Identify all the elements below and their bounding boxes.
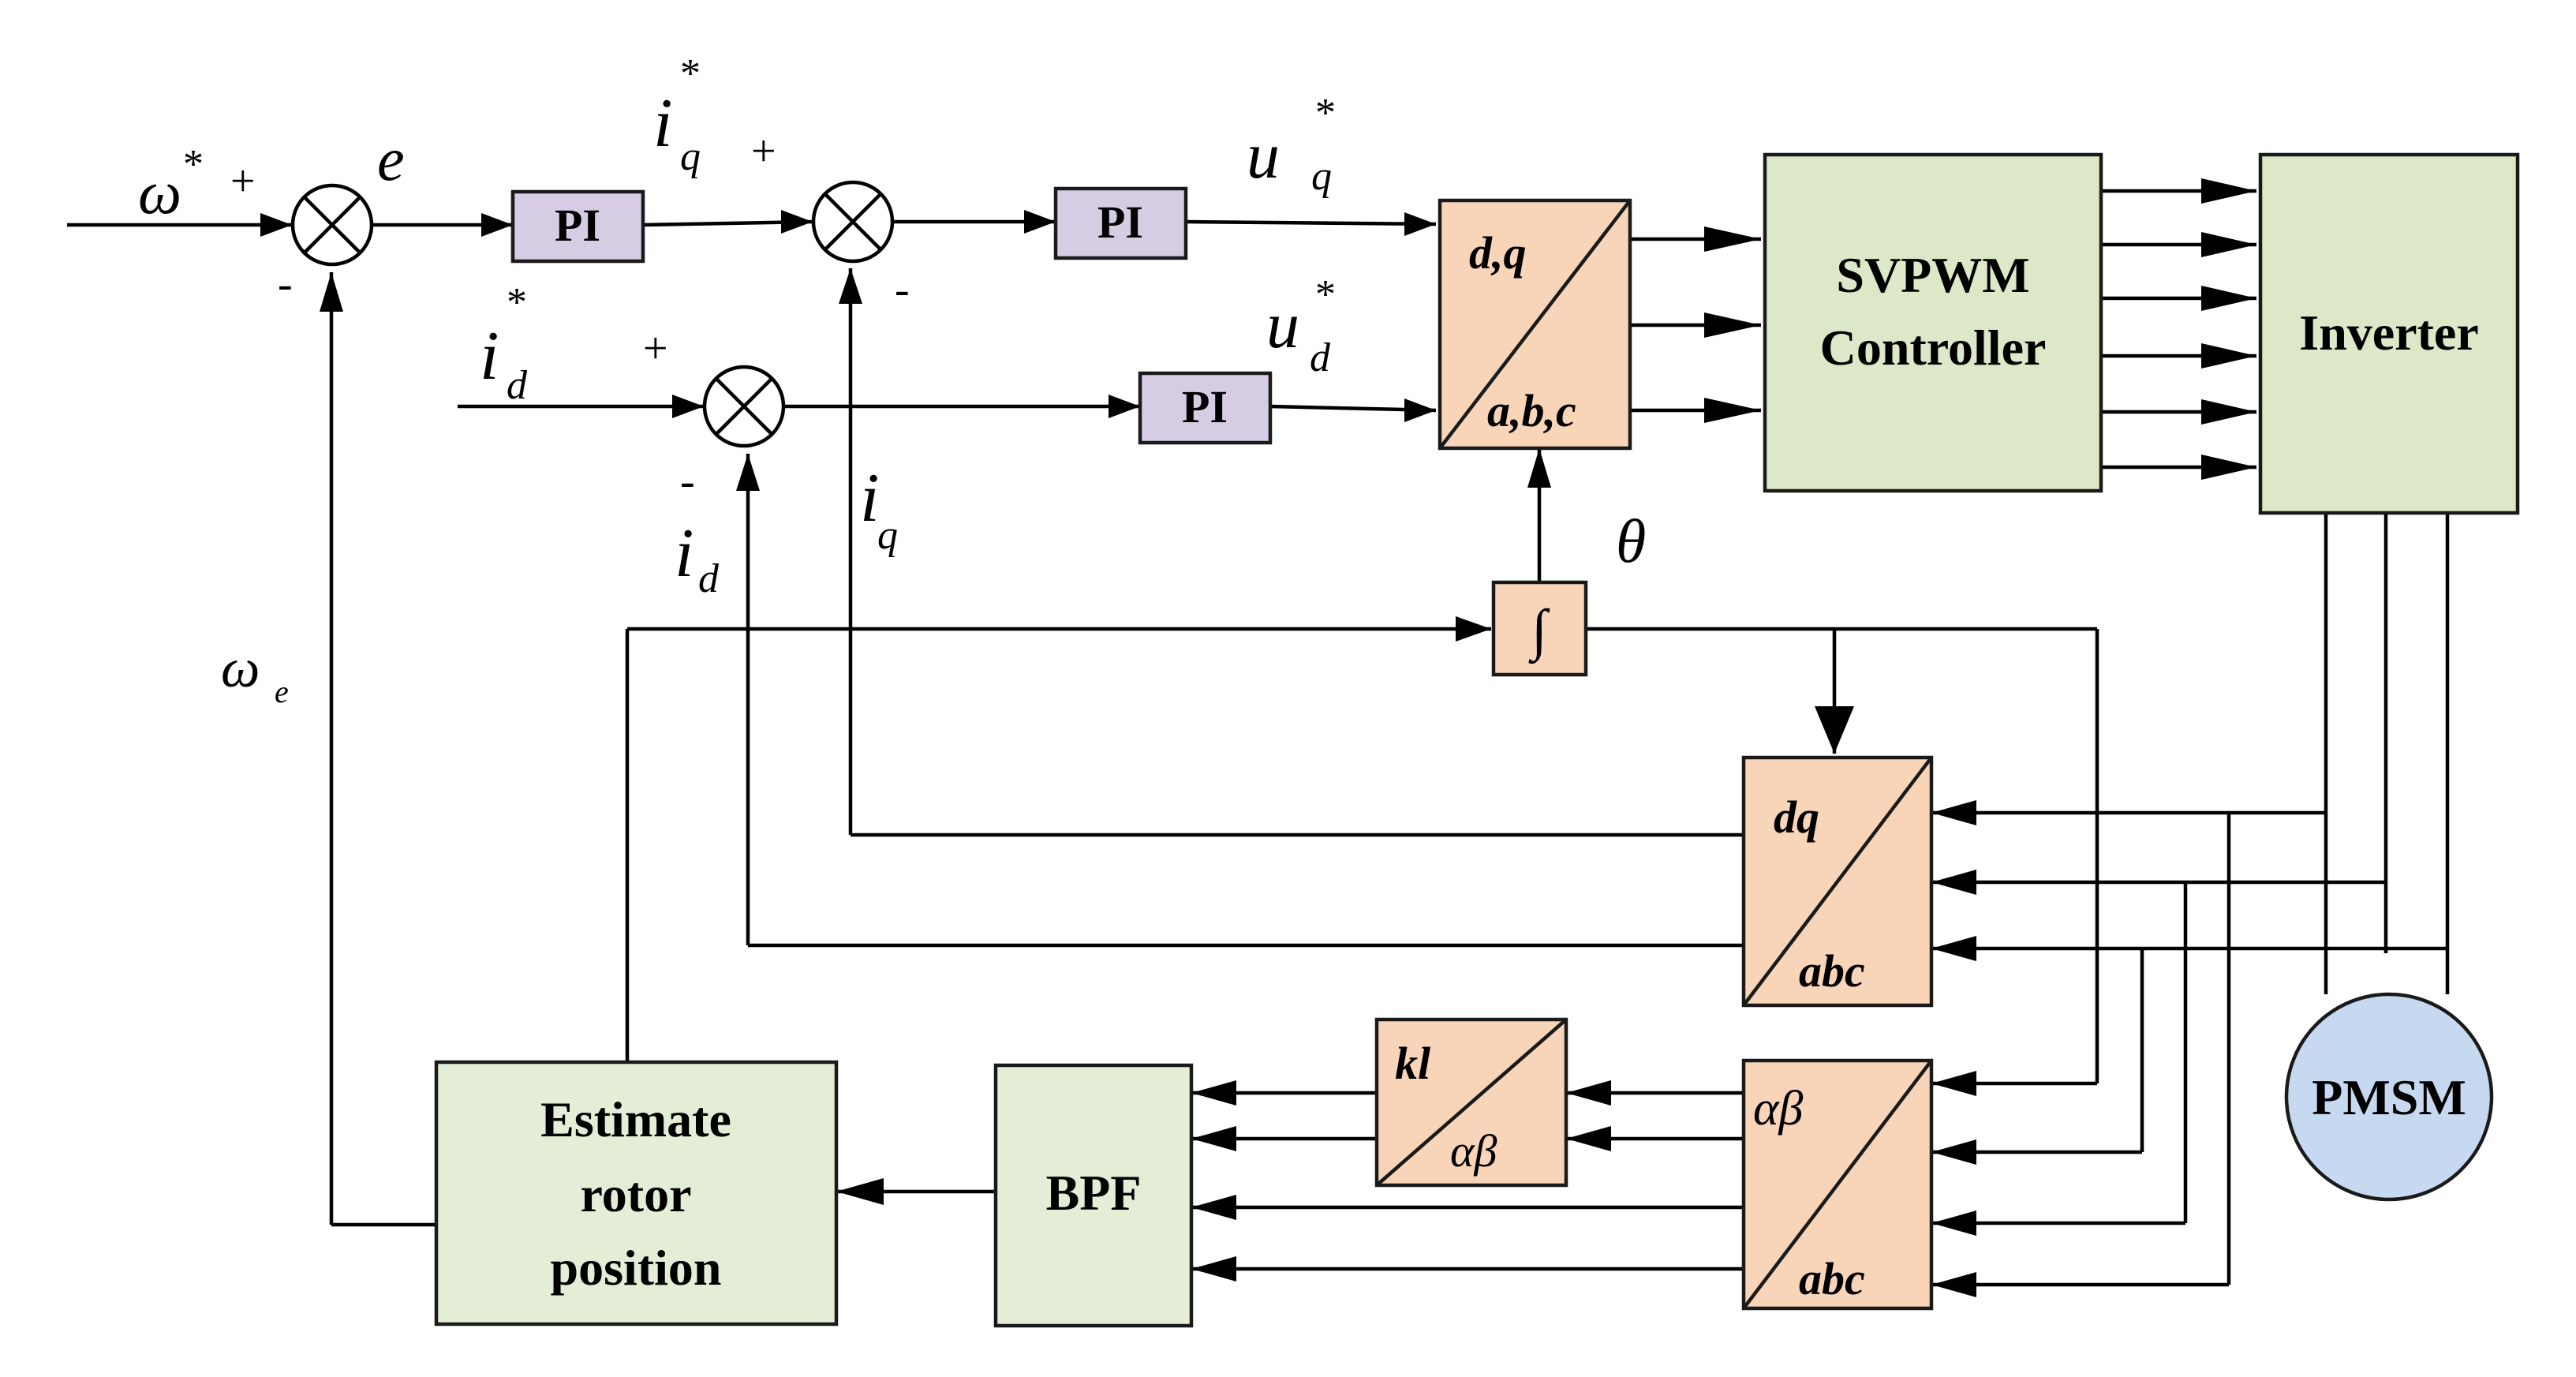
estimate-label: Estimate (540, 1091, 731, 1147)
id-feedback-symbol: i (675, 515, 694, 592)
svpwm-controller-block: SVPWM Controller (1763, 152, 2103, 493)
theta-symbol: θ (1616, 507, 1646, 575)
id-ref-symbol: i (480, 318, 499, 395)
abc-label: abc (1799, 1253, 1865, 1304)
pi-block-iq: PI (1053, 186, 1188, 260)
error-symbol: e (377, 125, 405, 193)
bpf-label: BPF (1046, 1165, 1142, 1221)
integral-symbol: ∫ (1528, 598, 1550, 664)
arrowheads (260, 178, 2256, 1297)
dq-label: dq (1774, 791, 1819, 843)
pi-label: PI (1182, 381, 1228, 432)
q-subscript: q (680, 134, 701, 179)
alphabeta-label: αβ (1753, 1082, 1804, 1136)
svpwm-label: SVPWM (1836, 247, 2029, 303)
star-superscript: * (1315, 272, 1336, 317)
d-subscript: d (1310, 335, 1331, 380)
signal-wires (67, 189, 2450, 1287)
iq-ref-symbol: i (653, 85, 672, 162)
star-superscript: * (183, 142, 204, 187)
controller-label: Controller (1820, 320, 2047, 376)
sum-junction-speed (290, 183, 374, 267)
signal-labels: ω * + - e i * q + - u * q i * d + u * d … (138, 51, 1646, 709)
pmsm-motor: PMSM (2284, 992, 2494, 1202)
abc-to-alphabeta-transform: αβ abc (1741, 1058, 1934, 1311)
pi-label: PI (555, 200, 600, 251)
inverter-label: Inverter (2299, 305, 2478, 361)
estimate-rotor-position-block: Estimate rotor position (434, 1060, 839, 1326)
dq-label: d,q (1469, 227, 1527, 279)
pi-label: PI (1097, 196, 1143, 248)
star-superscript: * (507, 280, 527, 325)
kl-label: kl (1395, 1038, 1431, 1089)
q-subscript: q (877, 513, 898, 558)
pi-block-id: PI (1138, 371, 1273, 445)
minus-sign: - (895, 265, 910, 314)
q-subscript: q (1311, 154, 1332, 199)
pi-block-speed: PI (510, 189, 645, 264)
sum-junction-iq (811, 180, 895, 264)
rotor-label: rotor (581, 1166, 692, 1222)
dq-to-abc-transform: d,q a,b,c (1438, 198, 1632, 451)
plus-sign: + (230, 157, 256, 206)
d-subscript: d (698, 556, 720, 601)
abc-to-dq-transform: dq abc (1741, 755, 1934, 1008)
kl-alphabeta-block: kl αβ (1374, 1017, 1568, 1188)
inverter-block: Inverter (2258, 152, 2520, 515)
pmsm-label: PMSM (2312, 1069, 2466, 1125)
alphabeta-label: αβ (1450, 1125, 1497, 1177)
bpf-block: BPF (993, 1063, 1194, 1328)
omega-ref-symbol: ω (138, 158, 181, 226)
sum-junction-id (702, 365, 786, 448)
plus-sign: + (751, 127, 776, 176)
iq-feedback-symbol: i (860, 460, 879, 537)
abc-label: a,b,c (1487, 385, 1576, 436)
uq-ref-symbol: u (1247, 119, 1280, 193)
star-superscript: * (1315, 91, 1336, 136)
abc-label: abc (1799, 945, 1865, 997)
plus-sign: + (643, 324, 668, 373)
omega-e-symbol: ω (221, 638, 260, 699)
position-label: position (551, 1240, 722, 1296)
d-subscript: d (507, 363, 528, 408)
star-superscript: * (680, 51, 701, 96)
minus-sign: - (278, 260, 293, 309)
ud-ref-symbol: u (1266, 289, 1299, 362)
minus-sign: - (680, 457, 695, 506)
integrator-block: ∫ (1491, 580, 1588, 677)
e-subscript: e (275, 674, 289, 709)
